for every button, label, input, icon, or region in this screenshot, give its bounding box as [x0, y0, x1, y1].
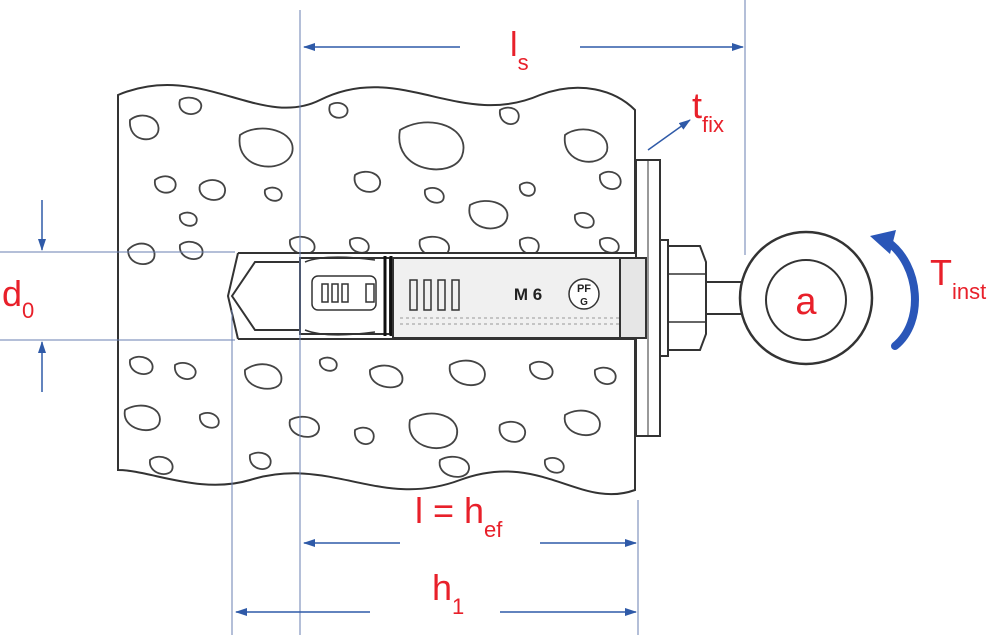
label-ls: ls [510, 26, 529, 75]
anchor-sleeve-body [392, 257, 646, 339]
aggregate-stones [124, 96, 622, 478]
label-d0: d0 [2, 273, 34, 323]
extension-lines [0, 0, 746, 635]
label-tinst: Tinst [930, 252, 986, 304]
label-h1: h1 [432, 567, 464, 619]
size-marking: M 6 [514, 285, 542, 304]
torque-arrow [870, 230, 919, 350]
washer [659, 239, 669, 357]
label-hef: l = hef [415, 490, 503, 542]
eye-hole [765, 259, 847, 341]
anchor-bolt: M 6 PF G [230, 230, 874, 366]
label-a: a [795, 281, 817, 323]
logo-text-top: PF [577, 283, 591, 295]
tfix-leader-arrow [647, 119, 691, 151]
manufacturer-logo [568, 278, 600, 310]
logo-text-bottom: G [580, 297, 588, 308]
hex-nut [667, 245, 707, 351]
label-tfix: tfix [692, 85, 724, 137]
